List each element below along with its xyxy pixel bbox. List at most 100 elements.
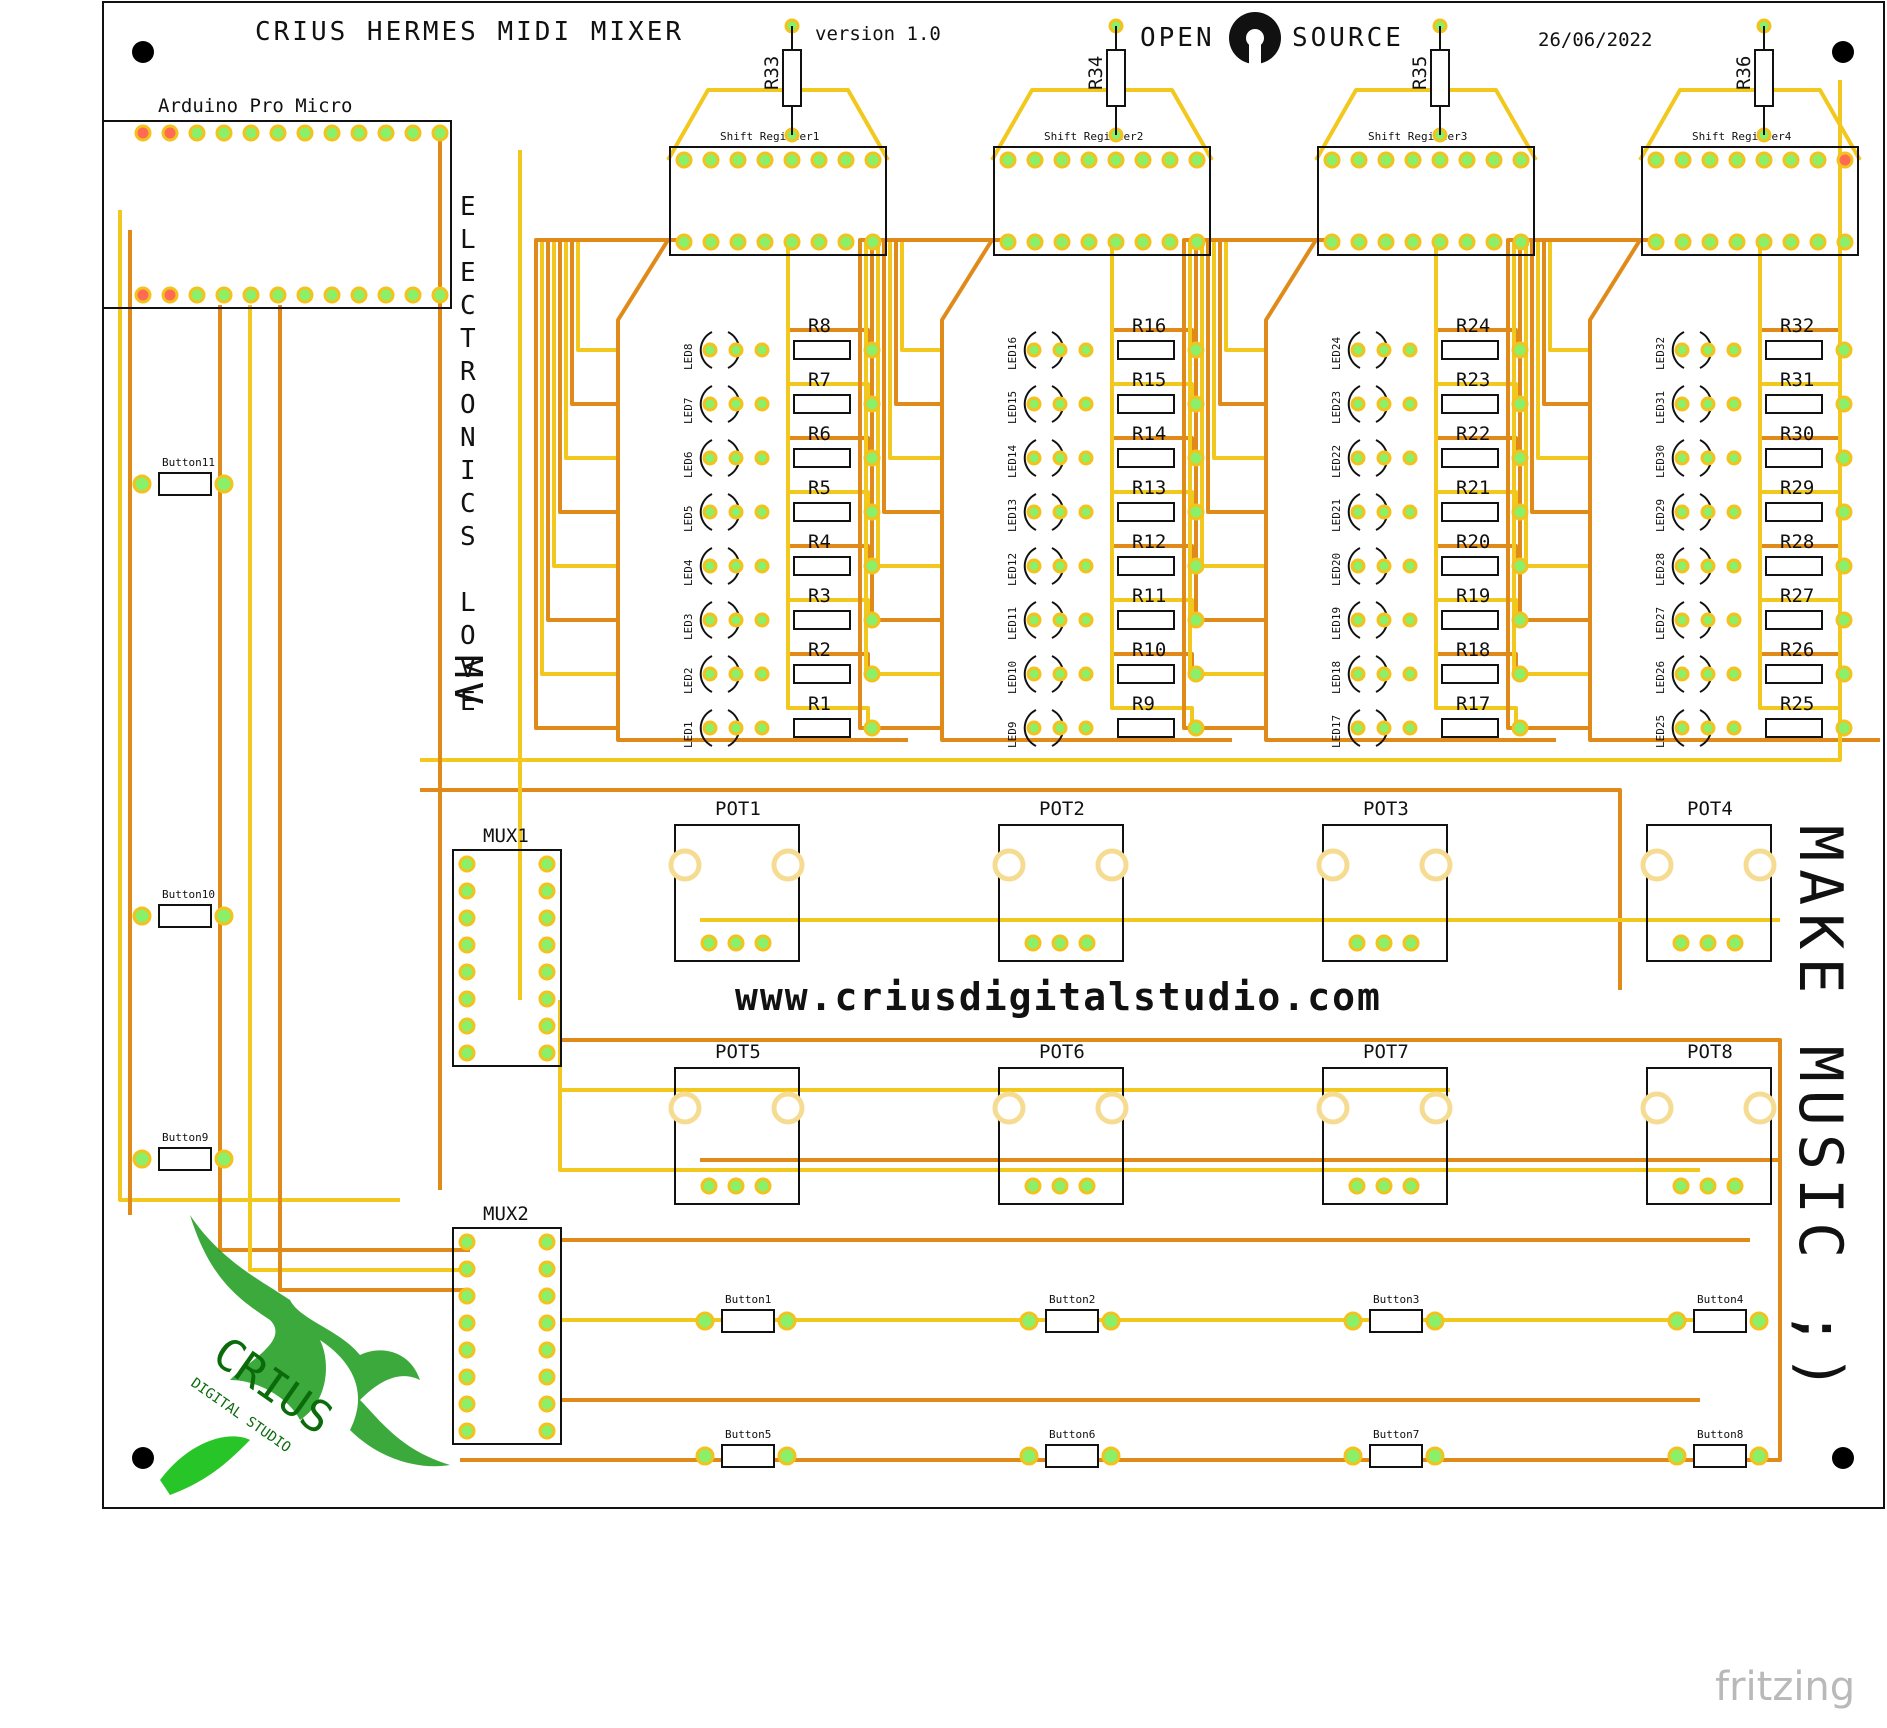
pad bbox=[1026, 666, 1042, 682]
potentiometer[interactable]: POT3 bbox=[1316, 798, 1453, 962]
pad bbox=[1402, 1177, 1420, 1195]
pad bbox=[458, 909, 476, 927]
potentiometer[interactable]: POT8 bbox=[1640, 1041, 1777, 1205]
mux-label: MUX1 bbox=[483, 825, 529, 847]
mounting-hole bbox=[1832, 41, 1854, 63]
led-label: LED32 bbox=[1654, 337, 1667, 370]
resistor-label: R7 bbox=[808, 369, 831, 391]
copper-trace bbox=[786, 242, 870, 728]
led-label: LED21 bbox=[1330, 499, 1343, 532]
resistor-label: R15 bbox=[1132, 369, 1166, 391]
shift-register-label: Shift Register1 bbox=[720, 130, 819, 143]
push-button[interactable]: Button1 bbox=[695, 1293, 797, 1333]
potentiometer[interactable]: POT2 bbox=[992, 798, 1129, 962]
pad bbox=[754, 558, 770, 574]
pad bbox=[458, 1287, 476, 1305]
pad bbox=[864, 233, 882, 251]
pad bbox=[1809, 151, 1827, 169]
pad bbox=[215, 286, 233, 304]
pad bbox=[863, 341, 881, 359]
pad bbox=[1726, 666, 1742, 682]
pad bbox=[702, 720, 718, 736]
pad bbox=[1101, 1446, 1121, 1466]
pad bbox=[1350, 233, 1368, 251]
pad bbox=[1051, 934, 1069, 952]
push-button[interactable]: Button10 bbox=[132, 888, 234, 928]
resistor-label: R31 bbox=[1780, 369, 1814, 391]
led-label: LED16 bbox=[1006, 337, 1019, 370]
potentiometer[interactable]: POT1 bbox=[668, 798, 805, 962]
push-button[interactable]: Button7 bbox=[1343, 1428, 1445, 1468]
push-button[interactable]: Button9 bbox=[132, 1131, 234, 1171]
pad bbox=[1078, 504, 1094, 520]
pad bbox=[1377, 233, 1395, 251]
pad bbox=[1667, 1446, 1687, 1466]
pot-label: POT2 bbox=[1039, 798, 1085, 820]
pad bbox=[1835, 395, 1853, 413]
pad bbox=[1350, 504, 1366, 520]
pullup-resistor: R36 bbox=[1733, 18, 1774, 143]
led-bank: LED8R8LED7R7LED6R6LED5R5LED4R4LED3R3LED2… bbox=[682, 315, 881, 748]
pad bbox=[458, 855, 476, 873]
pad bbox=[1343, 1446, 1363, 1466]
pad bbox=[458, 1233, 476, 1251]
resistor-label: R9 bbox=[1132, 693, 1155, 715]
pad bbox=[215, 124, 233, 142]
pad bbox=[1134, 233, 1152, 251]
led-label: LED25 bbox=[1654, 715, 1667, 748]
vertical-letter: T bbox=[460, 324, 479, 354]
pad bbox=[538, 1233, 556, 1251]
pad bbox=[864, 151, 882, 169]
pullup-resistor-label: R33 bbox=[761, 56, 783, 90]
potentiometer[interactable]: POT6 bbox=[992, 1041, 1129, 1205]
push-button[interactable]: Button5 bbox=[695, 1428, 797, 1468]
pad bbox=[702, 612, 718, 628]
resistor-label: R21 bbox=[1456, 477, 1490, 499]
push-button[interactable]: Button4 bbox=[1667, 1293, 1769, 1333]
potentiometer[interactable]: POT4 bbox=[1640, 798, 1777, 962]
pad bbox=[1052, 396, 1068, 412]
pad bbox=[1674, 666, 1690, 682]
pad bbox=[431, 286, 449, 304]
potentiometer[interactable]: POT5 bbox=[668, 1041, 805, 1205]
resistor-label: R2 bbox=[808, 639, 831, 661]
button-label: Button2 bbox=[1049, 1293, 1095, 1306]
copper-trace bbox=[420, 788, 1622, 990]
pad bbox=[1726, 720, 1742, 736]
led-label: LED11 bbox=[1006, 607, 1019, 640]
pad bbox=[458, 882, 476, 900]
pad bbox=[458, 963, 476, 981]
push-button[interactable]: Button8 bbox=[1667, 1428, 1769, 1468]
resistor-label: R13 bbox=[1132, 477, 1166, 499]
push-button[interactable]: Button11 bbox=[132, 456, 234, 496]
pad bbox=[1375, 934, 1393, 952]
pad bbox=[729, 233, 747, 251]
pad bbox=[1187, 665, 1205, 683]
pad bbox=[1348, 1177, 1366, 1195]
push-button[interactable]: Button6 bbox=[1019, 1428, 1121, 1468]
pad bbox=[1343, 1311, 1363, 1331]
pot-label: POT7 bbox=[1363, 1041, 1409, 1063]
potentiometer[interactable]: POT7 bbox=[1316, 1041, 1453, 1205]
push-button[interactable]: Button2 bbox=[1019, 1293, 1121, 1333]
pot-label: POT1 bbox=[715, 798, 761, 820]
led-label: LED7 bbox=[682, 398, 695, 425]
pad bbox=[754, 720, 770, 736]
pad bbox=[458, 1341, 476, 1359]
vertical-letter: O bbox=[460, 390, 479, 420]
led-label: LED31 bbox=[1654, 391, 1667, 424]
pad bbox=[1052, 504, 1068, 520]
pad bbox=[1674, 450, 1690, 466]
pad bbox=[1376, 720, 1392, 736]
push-button[interactable]: Button3 bbox=[1343, 1293, 1445, 1333]
pad bbox=[1376, 396, 1392, 412]
pad bbox=[132, 906, 152, 926]
button-label: Button5 bbox=[725, 1428, 771, 1441]
pad bbox=[728, 558, 744, 574]
